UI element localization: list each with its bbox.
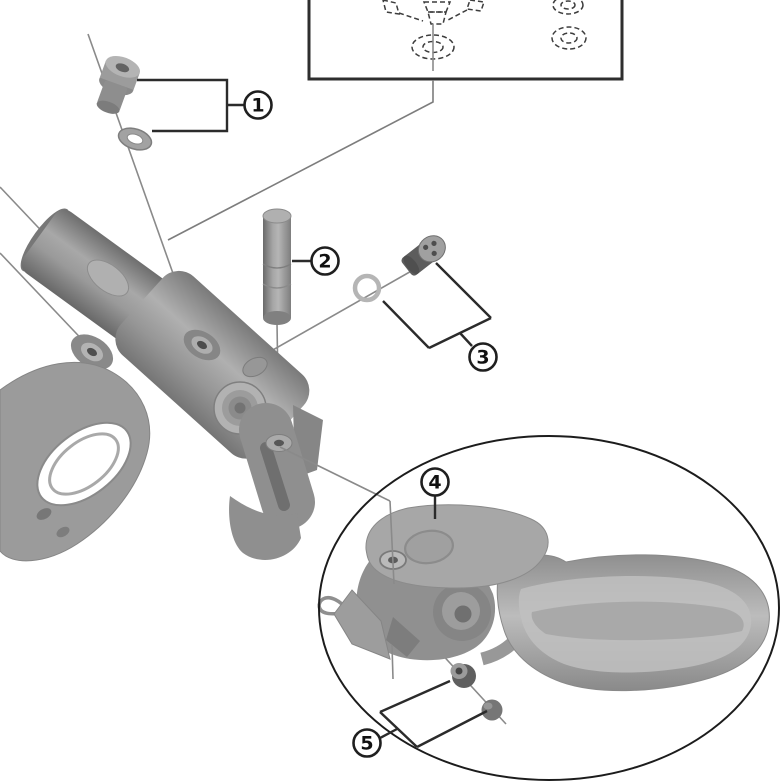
hose-port-boss	[242, 356, 268, 378]
dashed-washer2-inner	[560, 32, 578, 44]
callout-5-label: 5	[360, 733, 373, 755]
dashed-reservoir-parts	[382, 0, 587, 60]
part-5-bushing	[450, 663, 476, 688]
arm-hole-1	[36, 508, 52, 520]
inset-box-frame	[307, 0, 624, 81]
part-3-screw	[401, 235, 446, 276]
part-5-ball	[481, 699, 503, 721]
clamp-boss-hole	[70, 334, 114, 370]
leader-line-detail-pin-axis	[389, 500, 395, 585]
plate-recess	[404, 529, 454, 565]
dashed-washer1-inner	[560, 0, 576, 10]
part-1-washer	[117, 127, 153, 151]
callouts: 1 2 3 4 5	[243, 90, 498, 758]
bracket-part5	[379, 679, 488, 749]
blade-inner-stripe	[531, 601, 744, 641]
lever-nose	[333, 589, 391, 660]
callout-3-label: 3	[476, 347, 489, 369]
leader-line-body-to-detail	[279, 446, 391, 502]
callout-2-circle	[310, 246, 340, 276]
leader-line-detail-pin-axis-lower	[391, 644, 394, 680]
detail-ellipse-outline	[318, 435, 780, 781]
leader-line-part3	[249, 256, 437, 364]
callout-4-circle	[420, 467, 450, 497]
callout-1-label: 1	[251, 95, 264, 117]
leader-line-inset-box	[167, 80, 434, 241]
part-2-pivot-pin	[262, 208, 292, 325]
threaded-hole	[183, 329, 221, 361]
master-cylinder-body	[0, 208, 323, 562]
bolt-hex-socket	[115, 63, 130, 73]
part-3-oring	[352, 273, 382, 303]
dashed-right-wing	[466, 0, 485, 12]
clevis-slot	[260, 442, 290, 511]
dashed-washer1-outer	[552, 0, 584, 15]
lever-top-plate	[365, 504, 549, 589]
cylinder-endcap-center	[234, 402, 246, 414]
arm-hole-2	[56, 526, 70, 538]
bracket-part3	[382, 262, 492, 350]
clevis-foot	[229, 496, 301, 561]
leader-line-left-b	[0, 252, 93, 351]
callout-5-circle	[352, 728, 382, 758]
dashed-left-diagonal	[398, 12, 424, 22]
dashed-right-diagonal	[447, 9, 468, 21]
lever-assembly-detail	[317, 504, 770, 692]
callout-2-label: 2	[318, 251, 331, 273]
dashed-left-wing	[382, 0, 401, 15]
callout-4-label: 4	[428, 472, 441, 494]
leader-lines-over	[279, 446, 395, 680]
callout-1-circle	[243, 90, 273, 120]
pivot-arm-step	[48, 432, 120, 496]
part-1-bolt	[96, 56, 141, 114]
inset-box	[307, 0, 624, 81]
callout-brackets	[137, 78, 492, 749]
dashed-funnel-neck	[427, 11, 447, 25]
lever-cam	[386, 617, 420, 657]
lever-pivot-center	[454, 605, 472, 623]
pin-boss-hole	[274, 439, 284, 447]
pivot-arm-cutout-edge	[36, 421, 132, 507]
reservoir-lid-oval	[86, 259, 130, 297]
dashed-washer2-outer	[551, 26, 587, 50]
callout-3-circle	[468, 342, 498, 372]
